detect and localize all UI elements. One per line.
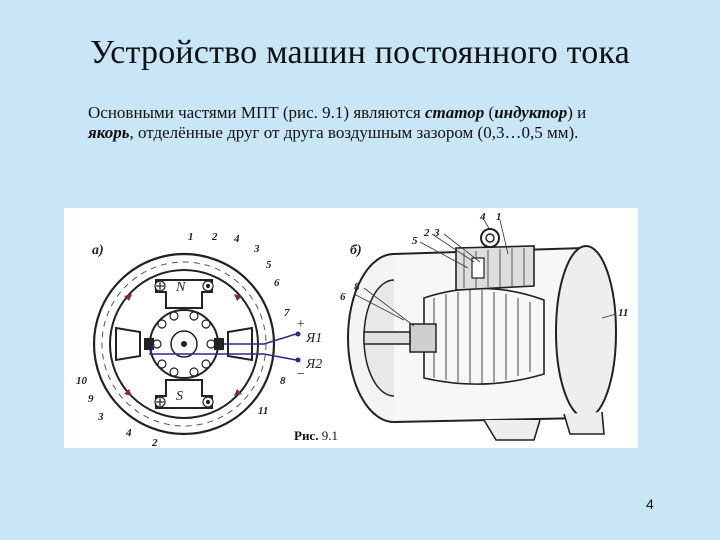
rnum-6: 6 [340, 291, 346, 303]
term-stator: статор [425, 103, 485, 122]
body-paragraph: Основными частями МПТ (рис. 9.1) являютс… [88, 103, 608, 143]
terminal-ya2-dot [295, 357, 301, 363]
minus-sign: − [296, 367, 305, 382]
field-coil-markers [154, 280, 214, 408]
num-4-bottom: 4 [125, 427, 132, 439]
flux-arrows [124, 294, 242, 396]
num-3-bottom: 3 [97, 411, 104, 423]
num-2: 2 [211, 231, 218, 243]
terminal-ya2-label: Я2 [305, 357, 322, 372]
pole-s-label: S [176, 389, 183, 404]
num-4-top: 4 [233, 233, 240, 245]
brush-right [214, 338, 224, 350]
aux-pole-left [115, 326, 141, 362]
text-part-2: ( [484, 103, 495, 122]
lead-ya1 [224, 333, 297, 345]
lead-ya2 [148, 343, 297, 361]
leader-lines [353, 219, 617, 327]
page-number: 4 [646, 496, 654, 512]
num-5: 5 [266, 259, 272, 271]
label-b: б) [350, 243, 362, 258]
rnum-4: 4 [479, 211, 486, 223]
terminal-ya1-dot [295, 331, 301, 337]
num-11: 11 [258, 405, 268, 417]
figure-caption: Рис. 9.1 [294, 428, 338, 443]
num-9: 9 [88, 393, 94, 405]
terminal-ya1-label: Я1 [305, 331, 322, 346]
text-part-1: Основными частями МПТ (рис. 9.1) являютс… [88, 103, 425, 122]
text-part-3: ) и [567, 103, 587, 122]
term-inductor: индуктор [494, 103, 568, 122]
brush-left [144, 338, 154, 350]
slide-title: Устройство машин постоянного тока [90, 34, 630, 71]
text-part-4: , отделённые друг от друга воздушным заз… [129, 123, 579, 142]
rnum-5: 5 [412, 235, 418, 247]
rnum-1: 1 [496, 211, 502, 223]
num-10: 10 [76, 375, 88, 387]
num-3-top: 3 [253, 243, 260, 255]
label-a: а) [92, 243, 104, 258]
num-7: 7 [284, 307, 290, 319]
motor-cutaway [347, 219, 617, 441]
armature-conductors [152, 311, 216, 377]
pole-n-label: N [175, 280, 186, 295]
rnum-8: 8 [354, 281, 360, 293]
commutator [409, 323, 437, 353]
figure-drawing: а) N S 1 2 4 3 5 6 7 8 10 9 3 4 2 11 + Я… [76, 211, 628, 448]
rnum-2: 2 [423, 227, 430, 239]
rear-end-shield [555, 245, 617, 419]
armature-laminations [433, 290, 531, 384]
terminal-box [471, 257, 485, 279]
field-winding-hatch [463, 248, 525, 288]
num-6: 6 [274, 277, 280, 289]
num-8: 8 [280, 375, 286, 387]
rnum-3: 3 [433, 227, 440, 239]
motor-shaft [363, 331, 411, 345]
plus-sign: + [296, 317, 305, 332]
yoke-outer [92, 252, 276, 436]
figure-9-1: а) N S 1 2 4 3 5 6 7 8 10 9 3 4 2 11 + Я… [64, 208, 638, 448]
machine-cross-section [92, 252, 301, 436]
shaft-center [181, 341, 187, 347]
term-armature: якорь [88, 123, 130, 142]
rnum-11: 11 [618, 307, 628, 319]
lifting-eye [480, 228, 500, 248]
num-1: 1 [188, 231, 194, 243]
mounting-foot [483, 419, 541, 441]
num-2-bottom: 2 [151, 437, 158, 448]
